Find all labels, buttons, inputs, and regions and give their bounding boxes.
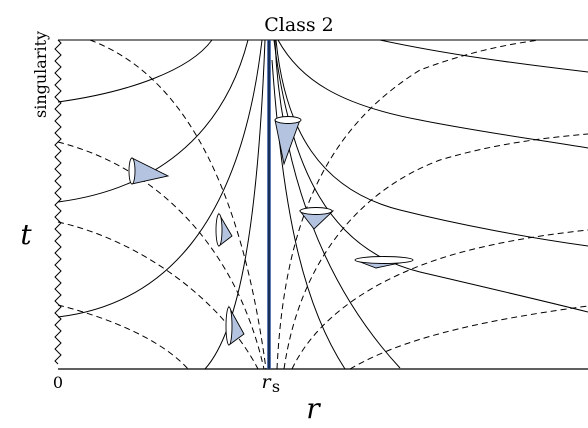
exterior-dashed-curve	[276, 39, 541, 370]
interior-solid-curve	[204, 39, 266, 370]
light-cone	[215, 212, 233, 247]
null-geodesics	[57, 39, 588, 370]
singularity-label: singularity	[31, 31, 50, 118]
interior-solid-curve	[57, 39, 213, 103]
exterior-solid-curve	[274, 39, 401, 369]
light-cone	[274, 116, 302, 166]
interior-dashed-curve	[57, 304, 189, 370]
exterior-dashed-curve	[291, 229, 588, 370]
interior-solid-curve	[57, 39, 249, 203]
rs-label-subscript: s	[272, 377, 280, 396]
exterior-solid-curve	[277, 39, 588, 149]
interior-dashed-curve	[89, 39, 267, 370]
light-cone	[128, 157, 170, 185]
r-axis-label: r	[306, 392, 321, 425]
exterior-solid-curve	[271, 59, 346, 370]
origin-label: 0	[53, 373, 63, 392]
interior-dashed-curve	[57, 221, 259, 370]
exterior-solid-curve	[379, 39, 588, 73]
interior-solid-curve	[57, 39, 263, 318]
light-cone	[225, 305, 245, 346]
exterior-dashed-curve	[349, 305, 588, 370]
t-axis-label: t	[20, 218, 32, 251]
light-cone	[354, 256, 414, 269]
rs-label-main: r	[261, 371, 272, 393]
exterior-solid-curve	[275, 39, 588, 247]
interior-dashed-curve	[57, 141, 265, 370]
light-cone	[299, 207, 335, 230]
light-cones	[128, 116, 414, 346]
rs-tick-label: r s	[261, 371, 280, 396]
diagram-title: Class 2	[264, 14, 334, 36]
exterior-dashed-curve	[283, 133, 588, 370]
exterior-solid-curve	[273, 39, 588, 313]
